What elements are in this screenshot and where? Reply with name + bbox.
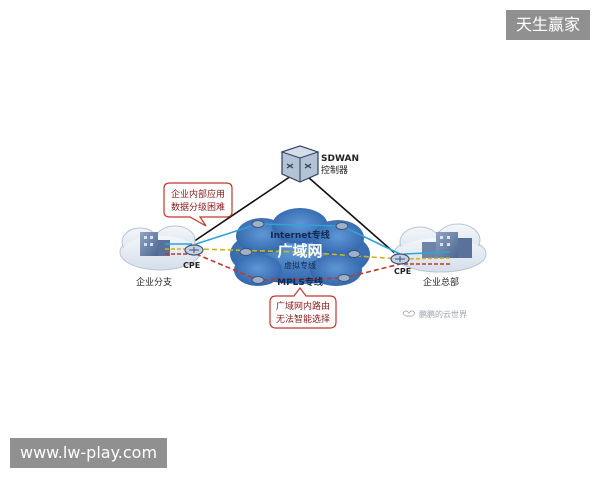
callout-left-line1: 企业内部应用: [171, 188, 225, 200]
wan-line1-label: Internet专线: [270, 229, 329, 241]
callout-bottom-line2: 无法智能选择: [276, 313, 330, 325]
source-watermark: 鹏鹏的云世界: [402, 309, 467, 319]
callout-left: 企业内部应用 数据分级困难: [163, 182, 233, 227]
controller-name: SDWAN: [321, 154, 359, 164]
router-icon: [335, 222, 349, 230]
site-links: [165, 243, 453, 265]
controller-sub: 控制器: [321, 164, 348, 176]
wan-transit-lines: [195, 223, 401, 281]
right-site-name: 企业总部: [423, 276, 459, 288]
left-cpe-icon: [184, 244, 204, 256]
router-icon: [251, 220, 265, 228]
wan-routers: [239, 220, 361, 284]
left-cpe-label: CPE: [183, 261, 200, 270]
left-site-name: 企业分支: [136, 276, 172, 288]
router-icon: [251, 276, 265, 284]
right-cpe-label: CPE: [394, 267, 411, 276]
watermark-top-right: 天生赢家: [505, 10, 590, 40]
wan-title: 广域网: [277, 242, 322, 260]
watermark-bottom-left: www.lw-play.com: [10, 438, 168, 468]
router-icon: [239, 248, 253, 256]
router-icon: [337, 274, 351, 282]
sdwan-controller-icon: [280, 145, 320, 183]
chat-icon: [402, 310, 416, 317]
svg-text:鹏鹏的云世界: 鹏鹏的云世界: [419, 309, 467, 319]
controller-links: [189, 169, 399, 257]
callout-left-line2: 数据分级困难: [171, 201, 225, 213]
hq-building-icon: [422, 232, 472, 258]
router-icon: [347, 250, 361, 258]
right-cpe-icon: [390, 253, 410, 265]
wan-line3-label: MPLS专线: [277, 276, 323, 288]
wan-line2-label: 虚拟专线: [284, 260, 316, 270]
callout-bottom-line1: 广域网内路由: [276, 300, 330, 312]
callout-bottom: 广域网内路由 无法智能选择: [269, 287, 337, 329]
